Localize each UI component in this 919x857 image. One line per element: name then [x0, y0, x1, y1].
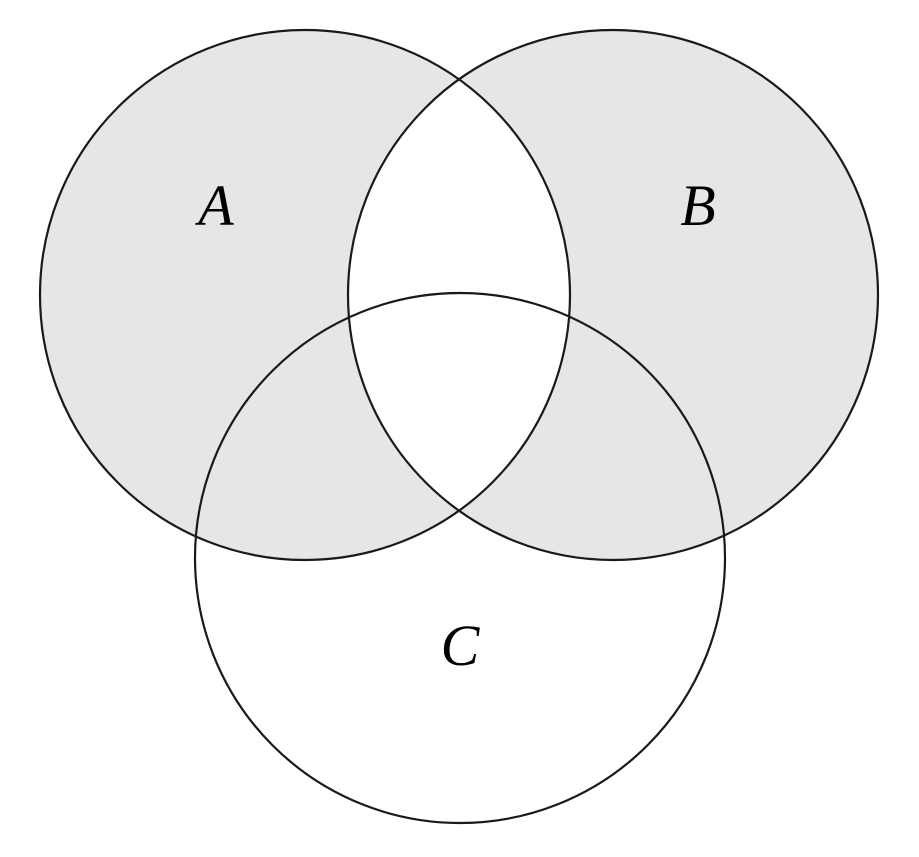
- set-circle-c[interactable]: [193, 291, 727, 825]
- set-circle-b[interactable]: [346, 28, 880, 562]
- set-label-a: A: [194, 173, 234, 238]
- set-label-b: B: [680, 173, 715, 238]
- set-circle-a[interactable]: [38, 28, 572, 562]
- set-label-c: C: [441, 613, 481, 678]
